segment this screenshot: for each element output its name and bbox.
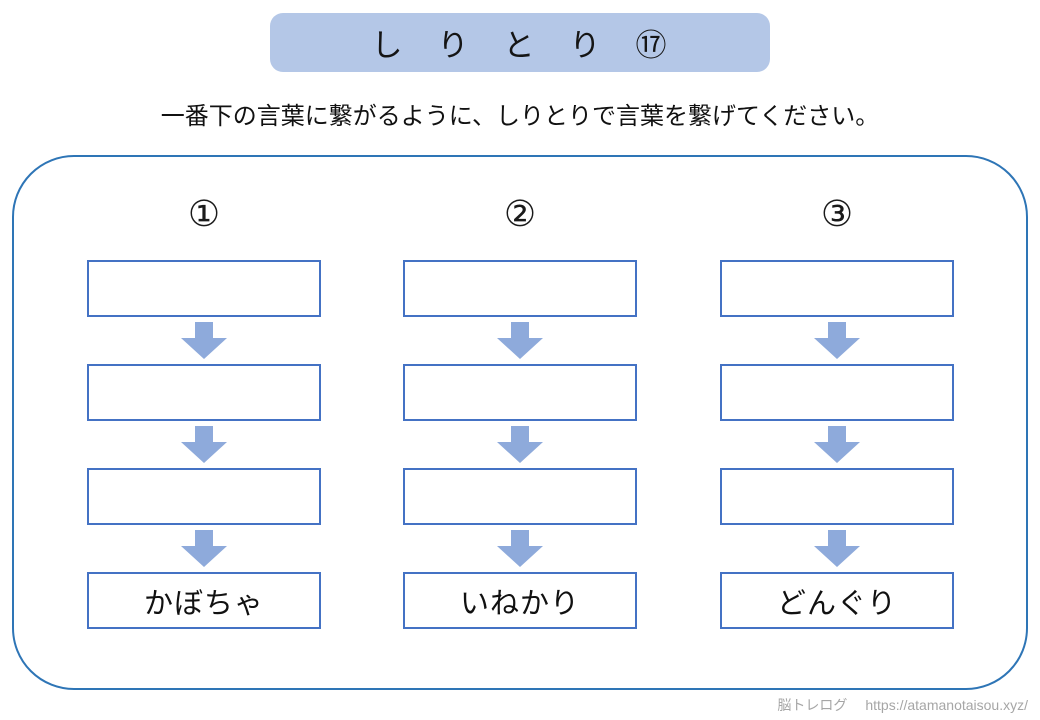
column-3-number: ③	[820, 193, 854, 234]
page-title: し り と り ⑰	[371, 28, 669, 63]
instruction-text: 一番下の言葉に繋がるように、しりとりで言葉を繋げてください。	[160, 103, 880, 130]
watermark: 脳トレログ https://atamanotaisou.xyz/	[777, 695, 1028, 715]
watermark-site-name: 脳トレログ	[777, 697, 848, 713]
shiritori-column-2: ② いねかり	[403, 192, 637, 630]
arrow-down-icon	[814, 530, 860, 568]
column-2-number: ②	[503, 193, 537, 234]
answer-box[interactable]	[87, 364, 321, 422]
answer-box[interactable]	[403, 468, 637, 526]
arrow-down-icon	[181, 530, 227, 568]
answer-box[interactable]	[403, 364, 637, 422]
answer-box[interactable]	[720, 468, 954, 526]
arrow-down-icon	[497, 530, 543, 568]
shiritori-column-3: ③ どんぐり	[720, 192, 954, 630]
title-banner: し り と り ⑰	[270, 13, 770, 72]
column-1-number: ①	[187, 193, 221, 234]
arrow-down-icon	[181, 322, 227, 360]
shiritori-column-1: ① かぼちゃ	[87, 192, 321, 630]
answer-box[interactable]	[87, 468, 321, 526]
arrow-down-icon	[181, 426, 227, 464]
final-word-box: どんぐり	[720, 572, 954, 630]
answer-box[interactable]	[720, 364, 954, 422]
answer-box[interactable]	[87, 260, 321, 318]
answer-box[interactable]	[403, 260, 637, 318]
arrow-down-icon	[814, 426, 860, 464]
arrow-down-icon	[497, 322, 543, 360]
answer-box[interactable]	[720, 260, 954, 318]
arrow-down-icon	[497, 426, 543, 464]
final-word-box: かぼちゃ	[87, 572, 321, 630]
arrow-down-icon	[814, 322, 860, 360]
watermark-url: https://atamanotaisou.xyz/	[865, 697, 1028, 713]
final-word-box: いねかり	[403, 572, 637, 630]
